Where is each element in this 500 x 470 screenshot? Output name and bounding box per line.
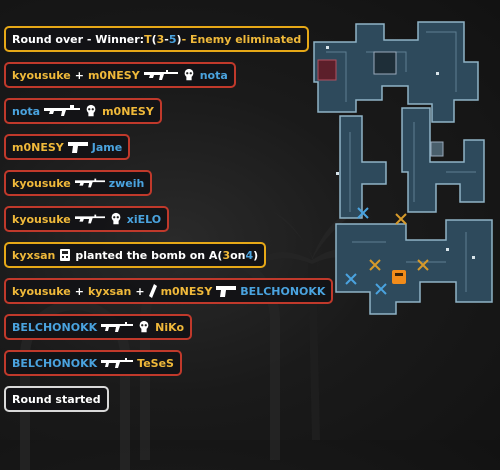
victim-name: TeSeS [137, 356, 174, 370]
kill-entry: m0NESY Jame [4, 134, 131, 160]
kill-entry: nota m0NESY [4, 98, 162, 124]
planter-name: kyxsan [12, 248, 56, 262]
ak47-icon [74, 214, 105, 224]
awp-icon [44, 105, 81, 116]
c4-icon [60, 249, 71, 261]
assister-name: m0NESY [87, 68, 140, 82]
flash-assister-name: m0NESY [160, 284, 213, 298]
round-started-notice: Round started [4, 386, 109, 412]
t-spawn-area [317, 59, 337, 81]
bombsite-markers [369, 213, 429, 271]
killer-name: kyousuke [12, 68, 71, 82]
victim-name: NiKo [155, 320, 185, 334]
victim-name: Jame [91, 140, 123, 154]
round-over-reason: - Enemy eliminated [181, 32, 302, 46]
victim-name: nota [199, 68, 228, 82]
killer-name: kyousuke [12, 212, 71, 226]
count-on: on [230, 248, 246, 262]
kill-entry: kyousuke xiELO [4, 206, 170, 232]
headshot-icon [139, 320, 149, 333]
killer-name: nota [12, 104, 41, 118]
assist-plus: + [135, 284, 145, 298]
killer-name: kyousuke [12, 284, 71, 298]
score-separator: - [164, 32, 169, 46]
flashbang-icon [148, 284, 157, 298]
headshot-icon [86, 104, 96, 117]
ak47-icon [143, 70, 178, 80]
killer-name: BELCHONOKK [12, 356, 98, 370]
round-started-text: Round started [12, 392, 101, 406]
killer-name: m0NESY [12, 140, 64, 154]
winner-side: T [144, 32, 152, 46]
radar-minimap [313, 21, 493, 315]
killer-name: BELCHONOKK [12, 320, 98, 334]
background-arch [20, 300, 130, 470]
m4-icon [101, 322, 134, 332]
assist-plus: + [74, 284, 84, 298]
deagle-icon [216, 286, 237, 297]
assister-name: kyxsan [87, 284, 132, 298]
bomb-plant-notice: kyxsan planted the bomb on A ( 3 on 4 ) [4, 242, 267, 268]
ak47-icon [74, 178, 105, 188]
score-open: ( [151, 32, 157, 46]
bomb-plant-text: planted the bomb on A [75, 248, 218, 262]
kill-entry: BELCHONOKK NiKo [4, 314, 193, 340]
headshot-icon [184, 68, 194, 81]
map-objects [326, 46, 475, 259]
round-over-prefix: Round over - Winner: [12, 32, 145, 46]
assist-plus: + [74, 68, 84, 82]
bomb-icon [392, 270, 406, 284]
deagle-icon [67, 142, 88, 153]
score-t: 3 [156, 32, 165, 46]
kill-entry: kyousuke zweih [4, 170, 153, 196]
headshot-icon [111, 212, 121, 225]
killer-name: kyousuke [12, 176, 71, 190]
score-ct: 5 [168, 32, 177, 46]
victim-name: xiELO [126, 212, 162, 226]
m4-icon [101, 358, 134, 368]
victim-name: BELCHONOKK [240, 284, 326, 298]
victim-name: m0NESY [102, 104, 154, 118]
round-over-notice: Round over - Winner: T ( 3 - 5 ) - Enemy… [4, 26, 310, 52]
count-open: ( [217, 248, 223, 262]
victim-name: zweih [108, 176, 145, 190]
smoke-markers [345, 207, 387, 295]
kill-entry: kyousuke + kyxsan + m0NESY BELCHONOKK [4, 278, 334, 304]
ct-count: 4 [245, 248, 254, 262]
score-close: ) [176, 32, 182, 46]
kill-entry: BELCHONOKK TeSeS [4, 350, 182, 376]
t-count: 3 [222, 248, 231, 262]
count-close: ) [253, 248, 259, 262]
kill-entry: kyousuke + m0NESY nota [4, 62, 236, 88]
